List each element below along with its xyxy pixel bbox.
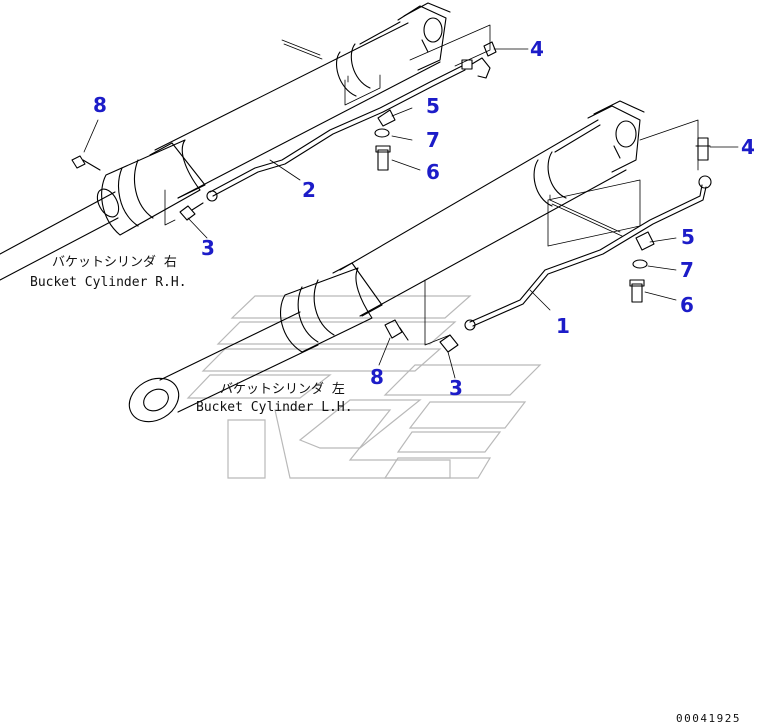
callout-6-lh: 6 (680, 293, 694, 317)
callout-5-lh: 5 (681, 225, 695, 249)
callout-4-rh: 4 (530, 37, 544, 61)
callout-2: 2 (302, 178, 316, 202)
callout-4-lh: 4 (741, 135, 755, 159)
callout-7-rh: 7 (426, 128, 440, 152)
watermark-logo (186, 295, 542, 479)
part-number: 00041925 (676, 712, 741, 725)
caption-lh-english: Bucket Cylinder L.H. (196, 400, 353, 415)
bucket-cylinder-lh (128, 100, 712, 423)
caption-lh-japanese: バケットシリンダ 左 (220, 382, 345, 397)
bucket-cylinder-rh (0, 2, 497, 281)
callout-1: 1 (556, 314, 570, 338)
callout-8-lh: 8 (370, 365, 384, 389)
caption-rh-japanese: バケットシリンダ 右 (52, 255, 177, 270)
callout-7-lh: 7 (680, 258, 694, 282)
callout-5-rh: 5 (426, 94, 440, 118)
callout-8-rh: 8 (93, 93, 107, 117)
captions: バケットシリンダ 右 Bucket Cylinder R.H. バケットシリンダ… (30, 255, 353, 415)
callout-3-lh: 3 (449, 376, 463, 400)
callout-labels: 1 2 3 3 4 4 5 5 6 6 7 7 8 8 (93, 37, 755, 400)
caption-rh-english: Bucket Cylinder R.H. (30, 275, 187, 290)
callout-3-rh: 3 (201, 236, 215, 260)
callout-6-rh: 6 (426, 160, 440, 184)
leader-lines (83, 48, 739, 379)
